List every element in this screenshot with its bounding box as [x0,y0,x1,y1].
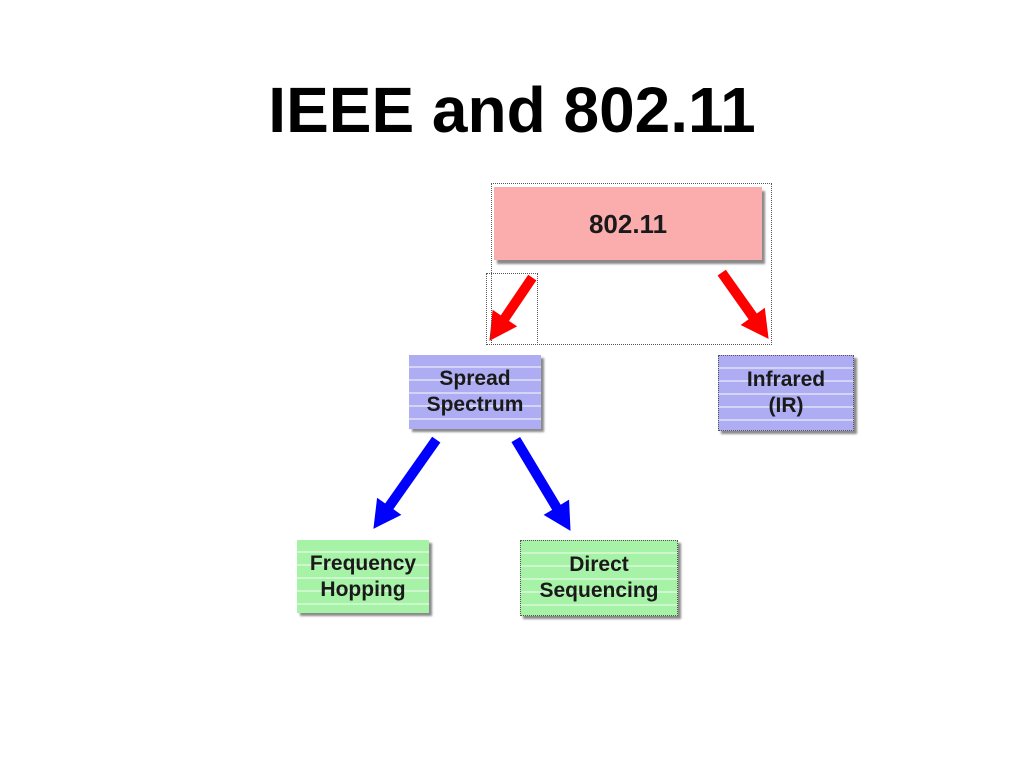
slide-title: IEEE and 802.11 [268,74,756,146]
node-infrared: Infrared (IR) [718,355,854,431]
arrow-spread-to-direct [511,437,571,531]
node-direct-sequencing: Direct Sequencing [520,540,678,616]
node-spread-spectrum: Spread Spectrum [409,355,541,429]
selection-outline-left-arrow [486,273,538,345]
arrow-spread-to-frequency [373,436,441,529]
node-802-11: 802.11 [494,187,762,260]
arrow-root-to-infrared [717,269,769,339]
arrow-root-to-spread [489,274,537,341]
node-frequency-hopping: Frequency Hopping [297,540,429,613]
selection-outline-root [491,183,772,345]
